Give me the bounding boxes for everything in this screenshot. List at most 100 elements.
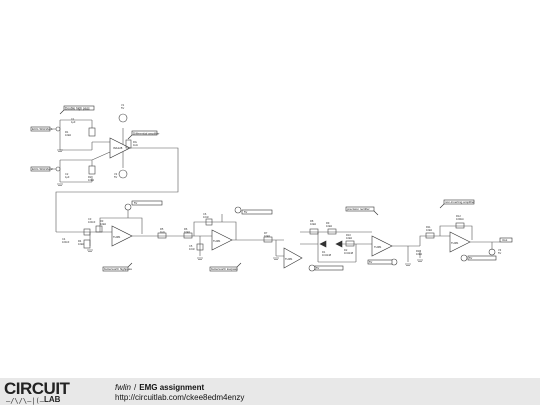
author-name[interactable]: fwlin [115,383,132,392]
d1-label: D1 [322,250,326,254]
r13-label: R13 [416,249,421,253]
inamp-label: INA128 [113,146,123,150]
c6-label: C6 [203,212,207,216]
r4-label: R4 [78,239,82,243]
v1-value: 5V [121,106,124,110]
opamp-1-label: TL081 [113,235,121,239]
opamp-5-label: TL081 [451,241,459,245]
c4-value: 100nF [62,240,70,244]
v3-value: 5V [498,251,501,255]
r3-value: 10kΩ [100,222,106,226]
footer-title-line: fwlin/EMG assignment [115,383,204,393]
r6-value: 10kΩ [184,230,190,234]
opamp-5-supply-label: 5V [469,256,472,260]
title-separator: / [134,383,137,392]
opamp-1-supply [124,203,132,211]
output-label: Vout [502,238,507,242]
r5-label: R5 [160,227,164,231]
c3-label: C3 [88,217,92,221]
c5-value: 10nF [189,247,195,251]
input-stage: Double high pass ECG SIGNAL 1 C1 1µF R1 … [30,105,111,183]
source-label-2: ECG SIGNAL 2 [32,167,53,171]
v2-source [118,169,128,179]
circuit-symbol-icon: —/\/\—|(— [6,397,44,405]
r4-value: 10kΩ [78,242,84,246]
r1-label: R1 [65,130,69,134]
section-label-box [443,199,475,205]
r12-value: 100kΩ [456,217,464,221]
ground-symbols [57,149,423,266]
rg-label: RG [133,140,137,144]
r7-label: R7 [264,231,268,235]
circuit-url-link[interactable]: http://circuitlab.com/ckee8edm4enzy [115,393,245,402]
c5-label: C5 [189,244,193,248]
r11-value: 10kΩ [426,228,432,232]
c2-label: C2 [65,172,69,176]
inamp-stage: INA128 RG 1kΩ V1 5V V2 5V Differential a… [55,103,179,232]
logo-text-circuit: CIRCUIT [4,379,70,398]
r10-value: 10kΩ [346,236,352,240]
d2-label: D2 [344,248,348,252]
opamp-4-supply-label: 5V [369,260,372,264]
gain-stage: R11 10kΩ R12 100kΩ R13 10kΩ TL081 5V Vou… [416,199,513,262]
section-label-inputs: Double high pass [65,106,90,110]
r5-value: 1kΩ [160,230,165,234]
r6-label: R6 [184,227,188,231]
lpf-stage: R6 10kΩ C5 10nF C6 10nF TL081 5V butterw… [178,206,273,272]
opamp-2-supply [234,206,242,214]
r13-value: 10kΩ [416,252,422,256]
r9-value: 10kΩ [326,224,332,228]
section-label-box [131,130,158,136]
section-label-box [63,105,95,111]
section-label-rectifier: precision rectifier [347,207,370,211]
opamp-5 [449,231,471,253]
supply-label-box [367,259,393,265]
hpf-stage: C3 100nF R3 10kΩ R4 10kΩ C4 100nF TL081 … [56,200,178,272]
c3-value: 100nF [88,220,96,224]
section-label-box [209,266,238,272]
opamp-3-label: TL081 [285,257,293,261]
schematic-diagram: Double high pass ECG SIGNAL 1 C1 1µF R1 … [30,103,513,272]
v2-label: V2 [114,172,118,176]
r1-value: 10kΩ [65,133,71,137]
opamp-4 [371,235,393,257]
circuitlab-logo[interactable]: CIRCUIT —/\/\—|(— LAB [4,379,104,405]
r12-label: R12 [456,214,461,218]
schematic-canvas: Double high pass ECG SIGNAL 1 C1 1µF R1 … [30,103,513,272]
r8-label: R8 [310,219,314,223]
c1-label: C1 [71,117,75,121]
supply-label-box [131,200,163,206]
v3-source [488,248,496,256]
opamp-4-label: TL081 [374,245,382,249]
r7-value: 10kΩ [264,234,270,238]
supply-label-box [241,209,273,215]
section-label-lpf: butterworth lowpass [211,267,238,271]
diode-d2 [335,240,343,248]
output-label-box [499,237,513,243]
r11-label: R11 [426,225,431,229]
diode-d1 [319,240,327,248]
opamp-2-supply-label: 5V [244,210,247,214]
r8-value: 10kΩ [310,222,316,226]
r2-label: R2 [88,175,92,179]
rg-value: 1kΩ [133,143,138,147]
opamp-3 [283,247,303,269]
v3-label: V3 [498,248,502,252]
section-label-gain: non-inverting amplifier [445,200,475,204]
opamp-3-supply-label: 5V [316,266,319,270]
c6-value: 10nF [203,215,209,219]
section-label-box [102,266,129,272]
v2-value: 5V [114,175,117,179]
opamp-1 [111,225,133,247]
d2-value: 1N4148 [344,251,354,255]
footer-bar: CIRCUIT —/\/\—|(— LAB fwlin/EMG assignme… [0,378,540,405]
source-label-1: ECG SIGNAL 1 [32,127,53,131]
opamp-1-supply-label: 5V [134,201,137,205]
opamp-2 [211,229,233,251]
r10-label: R10 [346,233,351,237]
v1-source [118,113,128,123]
logo-text-lab: LAB [44,395,61,404]
v1-label: V1 [121,103,125,107]
supply-label-box [467,255,497,261]
supply-label-box [314,265,344,271]
